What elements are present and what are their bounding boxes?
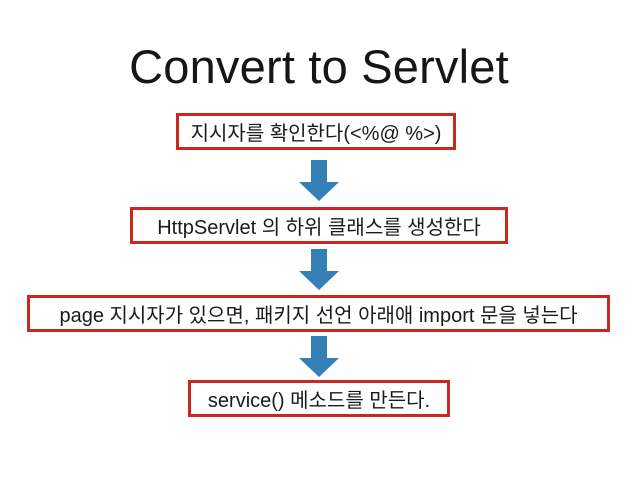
arrow-down-icon-1 [297,160,341,202]
flow-step-2[interactable]: HttpServlet 의 하위 클래스를 생성한다 [130,207,508,244]
flow-step-4[interactable]: service() 메소드를 만든다. [188,380,450,417]
arrow-down-icon-2 [297,249,341,291]
flow-step-4-label: service() 메소드를 만든다. [207,390,431,412]
flow-step-1-label: 지시자를 확인한다(<%@ %>) [190,123,442,145]
flow-step-3-label: page 지시자가 있으면, 패키지 선언 아래애 import 문을 넣는다 [59,305,578,327]
flow-step-3[interactable]: page 지시자가 있으면, 패키지 선언 아래애 import 문을 넣는다 [27,295,610,332]
arrow-down-icon-3 [297,336,341,378]
flow-step-2-label: HttpServlet 의 하위 클래스를 생성한다 [157,217,481,239]
flow-step-1[interactable]: 지시자를 확인한다(<%@ %>) [176,113,456,150]
page-title: Convert to Servlet [129,40,509,93]
